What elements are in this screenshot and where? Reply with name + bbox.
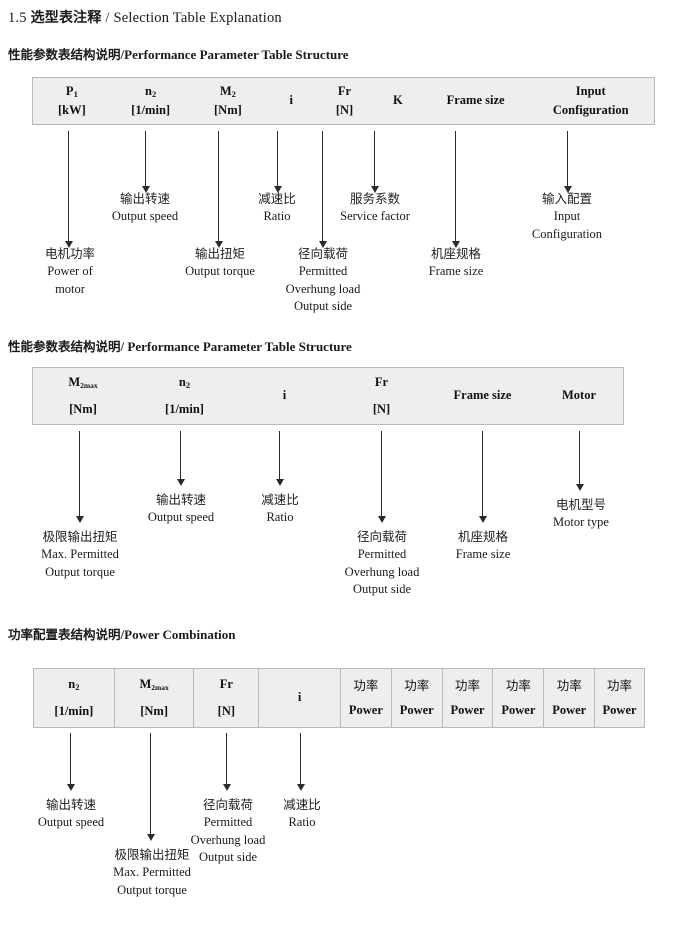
table3-col-m2max: M2max [Nm] [113,669,194,727]
page-title-en: Selection Table Explanation [113,10,282,26]
table2-col-n2: n2 [1/min] [165,374,204,416]
callout-output-speed-1: 输出转速 Output speed [111,191,179,223]
section-heading-1: 性能参数表结构说明/Performance Parameter Table St… [8,44,349,63]
callout-max-output-torque-3: 极限输出扭矩 Max. Permitted Output torque [113,847,191,897]
table3-col-power-5: 功率 Power [543,669,594,727]
section-heading-2-cn: 性能参数表结构说明 [8,339,121,354]
performance-parameter-table-2: M2max [Nm] n2 [1/min] i Fr [N] Frame siz… [32,367,624,425]
callout-output-torque-1: 输出扭矩 Output torque [185,246,255,278]
table3-col-i: i [258,669,340,727]
callout-overhung-load-1: 径向载荷 Permitted Overhung load Output side [285,246,361,314]
table2-col-motor: Motor [561,388,596,403]
table2-col-i: i [282,388,287,403]
table1-col-n2: n2 [1/min] [131,83,171,117]
page-title-cn: 选型表注释 [30,10,102,26]
table3-col-n2: n2 [1/min] [54,677,94,718]
section-heading-2-en: Performance Parameter Table Structure [127,339,352,354]
table2-col-frame-size: Frame size [453,388,512,403]
callout-max-output-torque-2: 极限输出扭矩 Max. Permitted Output torque [41,529,119,579]
callout-input-configuration-1: 输入配置 Input Configuration [531,191,603,241]
section-heading-2: 性能参数表结构说明/ Performance Parameter Table S… [8,336,352,355]
callout-ratio-3: 减速比 Ratio [283,797,321,829]
table2-col-fr: Fr [N] [372,374,391,416]
section-heading-2-sep: / [120,339,125,354]
callout-output-speed-3: 输出转速 Output speed [37,797,105,829]
callout-motor-type-2: 电机型号 Motor type [553,497,609,529]
table3-col-power-6: 功率 Power [594,669,644,727]
section-heading-1-sep: / [120,47,125,62]
callout-ratio-2: 减速比 Ratio [261,492,299,524]
page-title-number: 1.5 [8,10,27,26]
table1-col-m2: M2 [Nm] [214,83,242,117]
power-combination-table: n2 [1/min] M2max [Nm] Fr [N] i 功率 Power … [33,668,645,728]
table1-col-frame-size: Frame size [446,93,505,108]
page-title: 1.5 选型表注释 / Selection Table Explanation [8,7,282,27]
section-heading-3-en: Power Combination [124,627,236,642]
table2-col-m2max: M2max [Nm] [68,374,98,416]
table1-col-k: K [392,93,403,108]
section-heading-3-sep: / [120,627,125,642]
section-heading-1-en: Performance Parameter Table Structure [124,47,349,62]
table1-col-i: i [289,93,293,108]
page-title-separator: / [105,10,110,26]
callout-overhung-load-3: 径向载荷 Permitted Overhung load Output side [190,797,266,865]
table3-col-fr: Fr [N] [193,669,258,727]
section-heading-1-cn: 性能参数表结构说明 [8,47,121,62]
table3-col-power-4: 功率 Power [492,669,543,727]
table3-col-power-2: 功率 Power [390,669,442,727]
table1-col-input-configuration: Input Configuration [552,83,629,117]
callout-ratio-1: 减速比 Ratio [258,191,296,223]
performance-parameter-table-1: P1 [kW] n2 [1/min] M2 [Nm] i Fr [N] K Fr… [32,77,655,125]
table1-col-fr: Fr [N] [335,83,354,117]
section-heading-3-cn: 功率配置表结构说明 [8,627,121,642]
table3-col-power-1: 功率 Power [339,669,391,727]
callout-frame-size-2: 机座规格 Frame size [455,529,511,561]
callout-overhung-load-2: 径向载荷 Permitted Overhung load Output side [344,529,420,597]
table3-col-power-3: 功率 Power [441,669,493,727]
table1-col-p1: P1 [kW] [57,83,86,117]
callout-power-of-motor-1: 电机功率 Power of motor [44,246,96,296]
callout-output-speed-2: 输出转速 Output speed [147,492,215,524]
callout-frame-size-1: 机座规格 Frame size [428,246,484,278]
section-heading-3: 功率配置表结构说明/Power Combination [8,624,236,643]
callout-service-factor-1: 服务系数 Service factor [340,191,410,223]
